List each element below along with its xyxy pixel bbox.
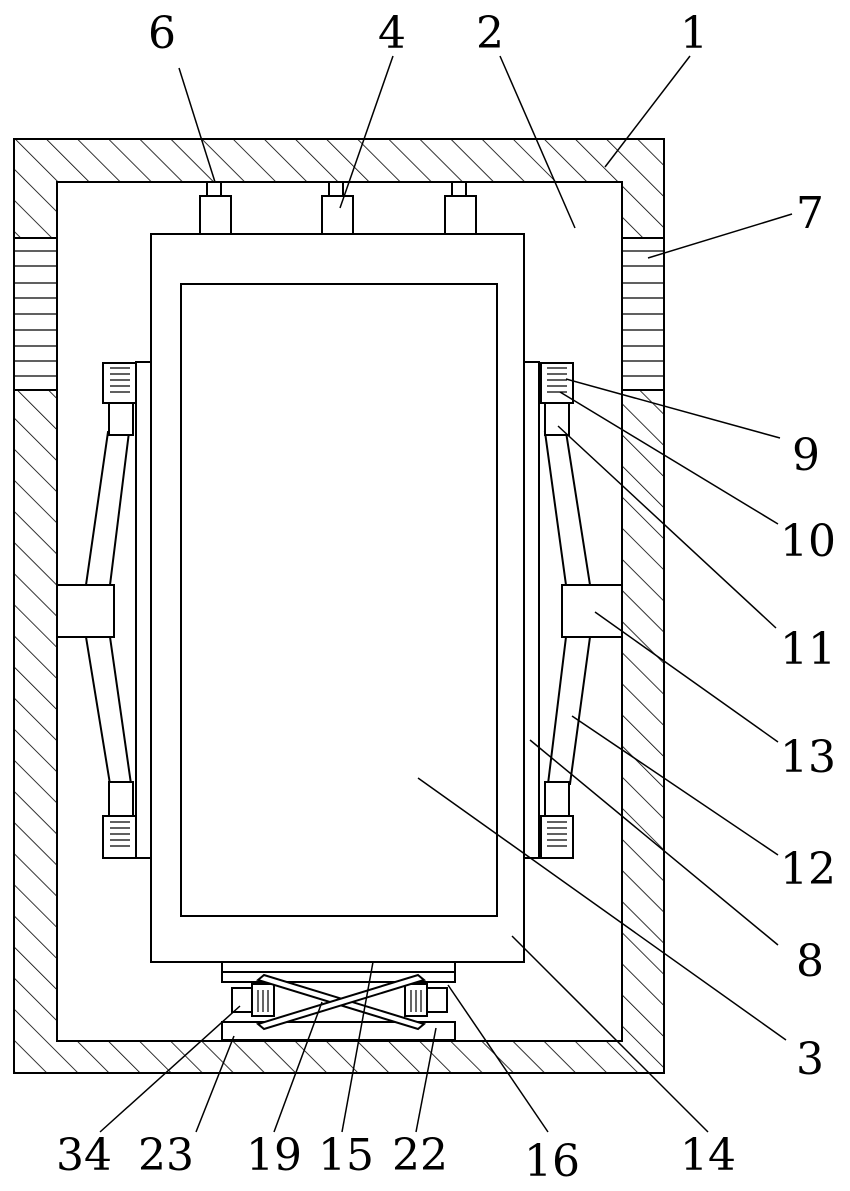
- label-13: 13: [780, 732, 836, 783]
- left-linkage: [56, 362, 137, 859]
- label-15: 15: [318, 1130, 374, 1181]
- left-vent: [13, 237, 58, 391]
- left-side-plate: [135, 361, 152, 859]
- label-3: 3: [796, 1034, 824, 1085]
- label-23: 23: [138, 1130, 194, 1181]
- label-16: 16: [524, 1136, 580, 1187]
- label-12: 12: [780, 844, 836, 895]
- label-2: 2: [476, 8, 504, 59]
- right-vent: [621, 237, 665, 391]
- right-linkage: [540, 362, 623, 859]
- label-1: 1: [680, 8, 708, 59]
- label-6: 6: [148, 8, 176, 59]
- label-10: 10: [780, 516, 836, 567]
- label-22: 22: [392, 1130, 448, 1181]
- label-7: 7: [796, 188, 824, 239]
- label-19: 19: [246, 1130, 302, 1181]
- label-4: 4: [378, 8, 406, 59]
- right-side-plate: [523, 361, 540, 859]
- reference-labels: 6 4 2 1 7 9 10 11 13 12 8 3 14 16 22 15 …: [56, 8, 836, 1187]
- bottom-scissor-mechanism: [221, 961, 456, 1041]
- label-11: 11: [780, 624, 836, 675]
- label-14: 14: [680, 1130, 736, 1181]
- top-posts: [199, 181, 477, 235]
- label-9: 9: [792, 430, 820, 481]
- leader-lines: [99, 55, 793, 1133]
- label-8: 8: [796, 936, 824, 987]
- inner-panel: [180, 283, 498, 917]
- label-34: 34: [56, 1130, 112, 1181]
